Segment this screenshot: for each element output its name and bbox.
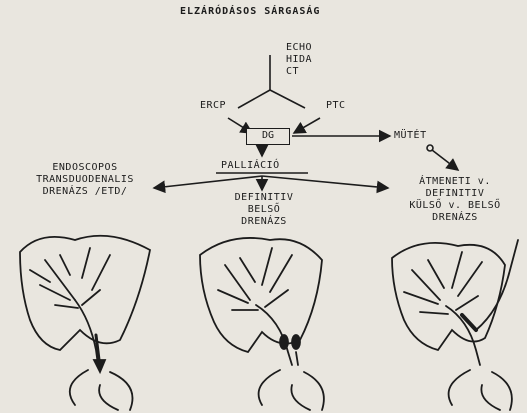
palliacio-to-atmeneti-arrow	[262, 176, 388, 188]
etd-label: ENDOSCOPOS TRANSDUODENALIS DRENÁZS /ETD/	[10, 162, 160, 198]
dg-box: DG	[246, 128, 290, 145]
definitiv-belso-label: DEFINITIV BELSŐ DRENÁZS	[212, 192, 316, 228]
ptc-label: PTC	[326, 100, 346, 112]
palliacio-to-etd-arrow	[154, 176, 262, 188]
ptc-to-dg-arrow	[294, 118, 320, 133]
mutet-arrow-origin	[427, 145, 433, 151]
y-left-branch	[238, 90, 270, 108]
mutet-label: MÜTÉT	[394, 130, 427, 142]
imaging-methods-label: ECHO HIDA CT	[286, 42, 312, 78]
ercp-label: ERCP	[200, 100, 226, 112]
mutet-to-atmeneti-line	[432, 150, 458, 170]
diagram-title: ELZÁRÓDÁSOS SÁRGASÁG	[180, 6, 380, 18]
atmeneti-label: ÁTMENETI v. DEFINITIV KÜLSŐ v. BELSŐ DRE…	[388, 176, 522, 224]
liver-external-drain-figure	[392, 240, 518, 410]
y-right-branch	[270, 90, 305, 108]
liver-endoprosthesis-figure	[20, 236, 150, 410]
liver-double-stent-figure	[200, 238, 324, 410]
palliacio-label: PALLIÁCIÓ	[221, 160, 280, 172]
